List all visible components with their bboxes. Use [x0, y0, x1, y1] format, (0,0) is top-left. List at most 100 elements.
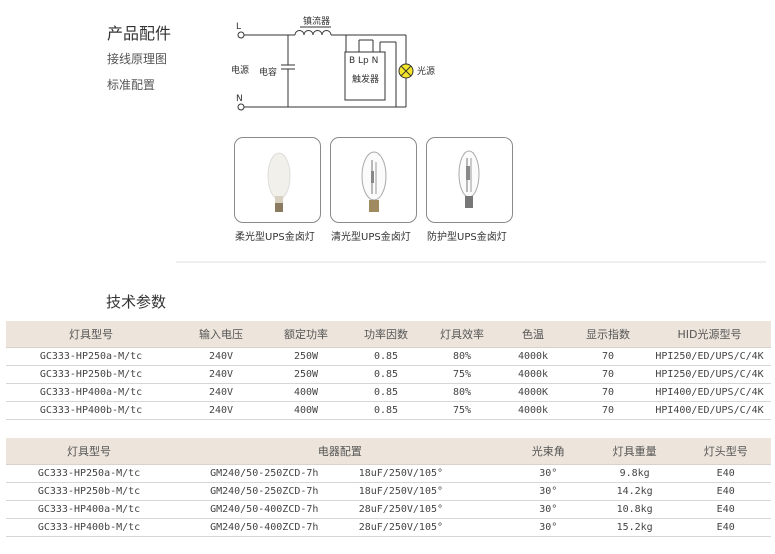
cell: CD-7h	[288, 482, 345, 501]
cell: 80%	[426, 347, 498, 366]
cell: 0.85	[346, 347, 426, 366]
cell: 0.85	[346, 365, 426, 384]
cell: GM240/50-400Z	[172, 500, 289, 519]
cell: HPI400/ED/UPS/C/4K	[648, 401, 771, 420]
cell: 240V	[176, 383, 266, 402]
cell: 4000K	[498, 383, 568, 402]
svg-text:L: L	[236, 22, 241, 32]
divider	[176, 261, 766, 263]
cell: 28uF/250V/105°	[344, 500, 508, 519]
table-row: GC333-HP400a-M/tc 240V 400W 0.85 80% 400…	[6, 383, 771, 402]
cell: HPI250/ED/UPS/C/4K	[648, 347, 771, 366]
cell: 250W	[266, 347, 346, 366]
cell: 250W	[266, 365, 346, 384]
col-header: 光束角	[507, 438, 589, 465]
cell: E40	[680, 464, 771, 483]
col-header: 灯具重量	[588, 438, 681, 465]
cell: CD-7h	[288, 518, 345, 537]
svg-text:光源: 光源	[417, 65, 435, 77]
cell: GC333-HP400b-M/tc	[6, 401, 176, 420]
cell: 9.8kg	[588, 464, 681, 483]
cell: 240V	[176, 347, 266, 366]
cell: GC333-HP400b-M/tc	[6, 518, 173, 537]
clear-lamp-icon	[361, 151, 387, 212]
col-header: 灯具型号	[6, 438, 173, 465]
frosted-lamp-icon	[267, 152, 291, 212]
cell: 400W	[266, 383, 346, 402]
table-row: GC333-HP250b-M/tc 240V 250W 0.85 75% 400…	[6, 365, 771, 384]
lamp-card-protected[interactable]	[426, 137, 513, 223]
table-row: GC333-HP250b-M/tc GM240/50-250Z CD-7h 18…	[6, 482, 771, 501]
cell: 75%	[426, 401, 498, 420]
cell: 4000k	[498, 365, 568, 384]
svg-text:电源: 电源	[231, 64, 249, 76]
cell: GC333-HP250b-M/tc	[6, 365, 176, 384]
cell: 400W	[266, 401, 346, 420]
table-header-row: 灯具型号 电器配置 光束角 灯具重量 灯头型号	[6, 438, 771, 465]
table-row: GC333-HP250a-M/tc GM240/50-250Z CD-7h 18…	[6, 464, 771, 483]
cell: 28uF/250V/105°	[344, 518, 508, 537]
cell: 240V	[176, 365, 266, 384]
link-wiring-diagram[interactable]: 接线原理图	[107, 52, 168, 66]
table-row: GC333-HP250a-M/tc 240V 250W 0.85 80% 400…	[6, 347, 771, 366]
cell: GC333-HP250a-M/tc	[6, 347, 176, 366]
cell: GM240/50-400Z	[172, 518, 289, 537]
cell: HPI400/ED/UPS/C/4K	[648, 383, 771, 402]
cell: 0.85	[346, 401, 426, 420]
cell: 18uF/250V/105°	[344, 482, 508, 501]
col-header: 电器配置	[172, 438, 508, 465]
col-header: 显示指数	[568, 321, 648, 348]
svg-text:电容: 电容	[259, 66, 277, 78]
cell: 4000k	[498, 347, 568, 366]
svg-text:B Lp N: B Lp N	[349, 56, 378, 66]
table-row: GC333-HP400b-M/tc 240V 400W 0.85 75% 400…	[6, 401, 771, 420]
cell: 15.2kg	[588, 518, 681, 537]
cell: CD-7h	[288, 500, 345, 519]
col-header: 灯具效率	[426, 321, 498, 348]
cell: GM240/50-250Z	[172, 482, 289, 501]
lamp-label-frosted: 柔光型UPS金卤灯	[235, 232, 315, 243]
cell: GC333-HP400a-M/tc	[6, 500, 173, 519]
cell: GC333-HP250a-M/tc	[6, 464, 173, 483]
cell: E40	[680, 500, 771, 519]
svg-text:触发器: 触发器	[352, 73, 379, 85]
wiring-diagram: L N 电源 电容 镇流器 B Lp N 触发器 光源	[231, 15, 435, 111]
cell: 18uF/250V/105°	[344, 464, 508, 483]
cell: 70	[568, 401, 648, 420]
lamp-card-clear[interactable]	[330, 137, 417, 223]
cell: GC333-HP250b-M/tc	[6, 482, 173, 501]
cell: 30°	[507, 500, 589, 519]
cell: 30°	[507, 464, 589, 483]
cell: 80%	[426, 383, 498, 402]
link-standard-config[interactable]: 标准配置	[107, 78, 156, 92]
cell: HPI250/ED/UPS/C/4K	[648, 365, 771, 384]
table-row: GC333-HP400a-M/tc GM240/50-400Z CD-7h 28…	[6, 500, 771, 519]
cell: 10.8kg	[588, 500, 681, 519]
col-header: 输入电压	[176, 321, 266, 348]
cell: 75%	[426, 365, 498, 384]
cell: 14.2kg	[588, 482, 681, 501]
svg-text:镇流器: 镇流器	[303, 15, 330, 27]
table-row: GC333-HP400b-M/tc GM240/50-400Z CD-7h 28…	[6, 518, 771, 537]
cell: 70	[568, 347, 648, 366]
specs-table-physical: 灯具型号 电器配置 光束角 灯具重量 灯头型号 GC333-HP250a-M/t…	[6, 438, 771, 537]
cell: 70	[568, 383, 648, 402]
cell: CD-7h	[288, 464, 345, 483]
lamp-label-protected: 防护型UPS金卤灯	[427, 232, 507, 243]
cell: GM240/50-250Z	[172, 464, 289, 483]
cell: E40	[680, 518, 771, 537]
col-header: 功率因数	[346, 321, 426, 348]
svg-text:N: N	[236, 94, 243, 104]
cell: E40	[680, 482, 771, 501]
cell: GC333-HP400a-M/tc	[6, 383, 176, 402]
col-header: 色温	[498, 321, 568, 348]
col-header: 灯具型号	[6, 321, 176, 348]
lamp-label-clear: 清光型UPS金卤灯	[331, 232, 411, 243]
cell: 240V	[176, 401, 266, 420]
cell: 30°	[507, 482, 589, 501]
lamp-card-frosted[interactable]	[234, 137, 321, 223]
protected-lamp-icon	[458, 150, 480, 208]
table-header-row: 灯具型号 输入电压 额定功率 功率因数 灯具效率 色温 显示指数 HID光源型号	[6, 321, 771, 348]
cell: 4000k	[498, 401, 568, 420]
cell: 0.85	[346, 383, 426, 402]
